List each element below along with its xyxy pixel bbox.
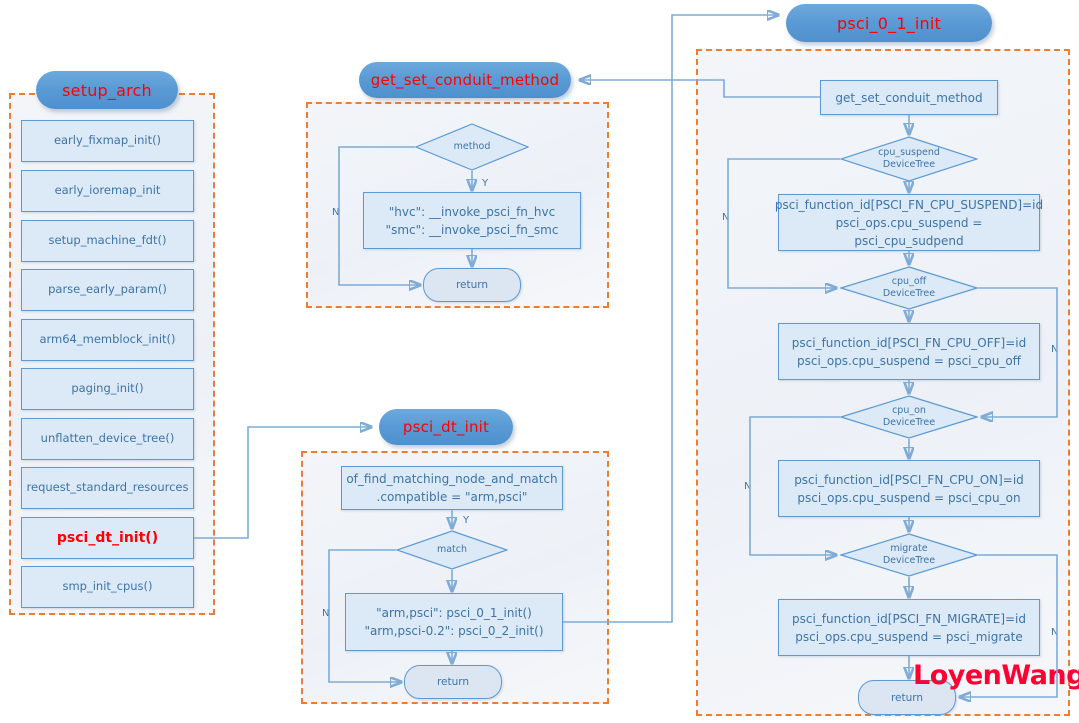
step-arm64-memblock-init[interactable]: arm64_memblock_init() <box>21 319 194 361</box>
action-cpu-off-line1: psci_function_id[PSCI_FN_CPU_OFF]=id <box>791 335 1027 350</box>
action-invoke-psci-fn[interactable]: "hvc": __invoke_psci_fn_hvc "smc": __inv… <box>363 192 581 249</box>
decision-cpu-suspend[interactable]: cpu_suspend DeviceTree <box>840 136 978 182</box>
action-migrate-line1: psci_function_id[PSCI_FN_MIGRATE]=id <box>791 611 1027 626</box>
branch-label-n-method: N <box>332 207 340 218</box>
branch-label-y-match: Y <box>463 515 470 526</box>
action-cpu-on[interactable]: psci_function_id[PSCI_FN_CPU_ON]=id psci… <box>778 460 1040 517</box>
decision-cpu-off[interactable]: cpu_off DeviceTree <box>840 266 978 310</box>
step-unflatten-device-tree[interactable]: unflatten_device_tree() <box>21 418 194 460</box>
title-setup-arch: setup_arch <box>36 71 178 109</box>
action-invoke-line1: "hvc": __invoke_psci_fn_hvc <box>388 204 556 219</box>
branch-label-y-method: Y <box>482 178 489 189</box>
step-get-set-conduit-method[interactable]: get_set_conduit_method <box>820 80 998 115</box>
terminator-return-psci-0-1[interactable]: return <box>858 680 956 715</box>
step-smp-init-cpus[interactable]: smp_init_cpus() <box>21 566 194 608</box>
action-cpu-on-line1: psci_function_id[PSCI_FN_CPU_ON]=id <box>794 472 1024 487</box>
action-invoke-line2: "smc": __invoke_psci_fn_smc <box>385 222 559 237</box>
title-psci-0-1-init: psci_0_1_init <box>786 4 992 42</box>
psci-variant-line1: "arm,psci": psci_0_1_init() <box>376 606 532 620</box>
action-psci-init-variants[interactable]: "arm,psci": psci_0_1_init() "arm,psci-0.… <box>345 593 563 651</box>
branch-label-n-cpu-off: N <box>1051 344 1059 355</box>
action-cpu-on-line2: psci_ops.cpu_suspend = psci_cpu_on <box>797 490 1021 505</box>
action-cpu-off-line2: psci_ops.cpu_suspend = psci_cpu_off <box>797 353 1021 368</box>
action-cpu-suspend[interactable]: psci_function_id[PSCI_FN_CPU_SUSPEND]=id… <box>774 194 1044 251</box>
branch-label-n-cpu-on: N <box>744 481 752 492</box>
watermark-loyenwang: LoyenWang <box>913 660 1079 691</box>
step-early-fixmap-init[interactable]: early_fixmap_init() <box>21 120 194 162</box>
action-cpu-suspend-line2: psci_ops.cpu_suspend = psci_cpu_sudpend <box>835 215 983 248</box>
decision-method[interactable]: method <box>415 123 529 171</box>
decision-cpu-on[interactable]: cpu_on DeviceTree <box>840 395 978 439</box>
branch-label-n-cpu-suspend: N <box>722 212 730 223</box>
step-of-find-matching-node[interactable]: of_find_matching_node_and_match .compati… <box>341 466 563 510</box>
action-migrate[interactable]: psci_function_id[PSCI_FN_MIGRATE]=id psc… <box>778 599 1040 656</box>
title-get-set-conduit-method: get_set_conduit_method <box>359 62 571 98</box>
step-psci-dt-init[interactable]: psci_dt_init() <box>21 517 194 559</box>
title-psci-dt-init: psci_dt_init <box>379 409 513 445</box>
action-cpu-off[interactable]: psci_function_id[PSCI_FN_CPU_OFF]=id psc… <box>778 323 1040 380</box>
decision-migrate[interactable]: migrate DeviceTree <box>840 533 978 577</box>
step-request-standard-resources[interactable]: request_standard_resources <box>21 467 194 509</box>
terminator-return-conduit[interactable]: return <box>423 268 521 302</box>
step-early-ioremap-init[interactable]: early_ioremap_init <box>21 170 194 212</box>
branch-label-n-match: N <box>322 608 330 619</box>
terminator-return-dt-init[interactable]: return <box>404 665 502 699</box>
decision-match[interactable]: match <box>396 530 508 570</box>
action-cpu-suspend-line1: psci_function_id[PSCI_FN_CPU_SUSPEND]=id <box>774 197 1044 212</box>
of-find-line2: .compatible = "arm,psci" <box>376 490 528 504</box>
step-paging-init[interactable]: paging_init() <box>21 368 194 410</box>
branch-label-n-migrate: N <box>1051 627 1059 638</box>
psci-variant-line2: "arm,psci-0.2": psci_0_2_init() <box>364 624 544 638</box>
step-setup-machine-fdt[interactable]: setup_machine_fdt() <box>21 220 194 262</box>
of-find-line1: of_find_matching_node_and_match <box>346 472 558 486</box>
action-migrate-line2: psci_ops.cpu_suspend = psci_migrate <box>795 629 1023 644</box>
step-parse-early-param[interactable]: parse_early_param() <box>21 269 194 311</box>
